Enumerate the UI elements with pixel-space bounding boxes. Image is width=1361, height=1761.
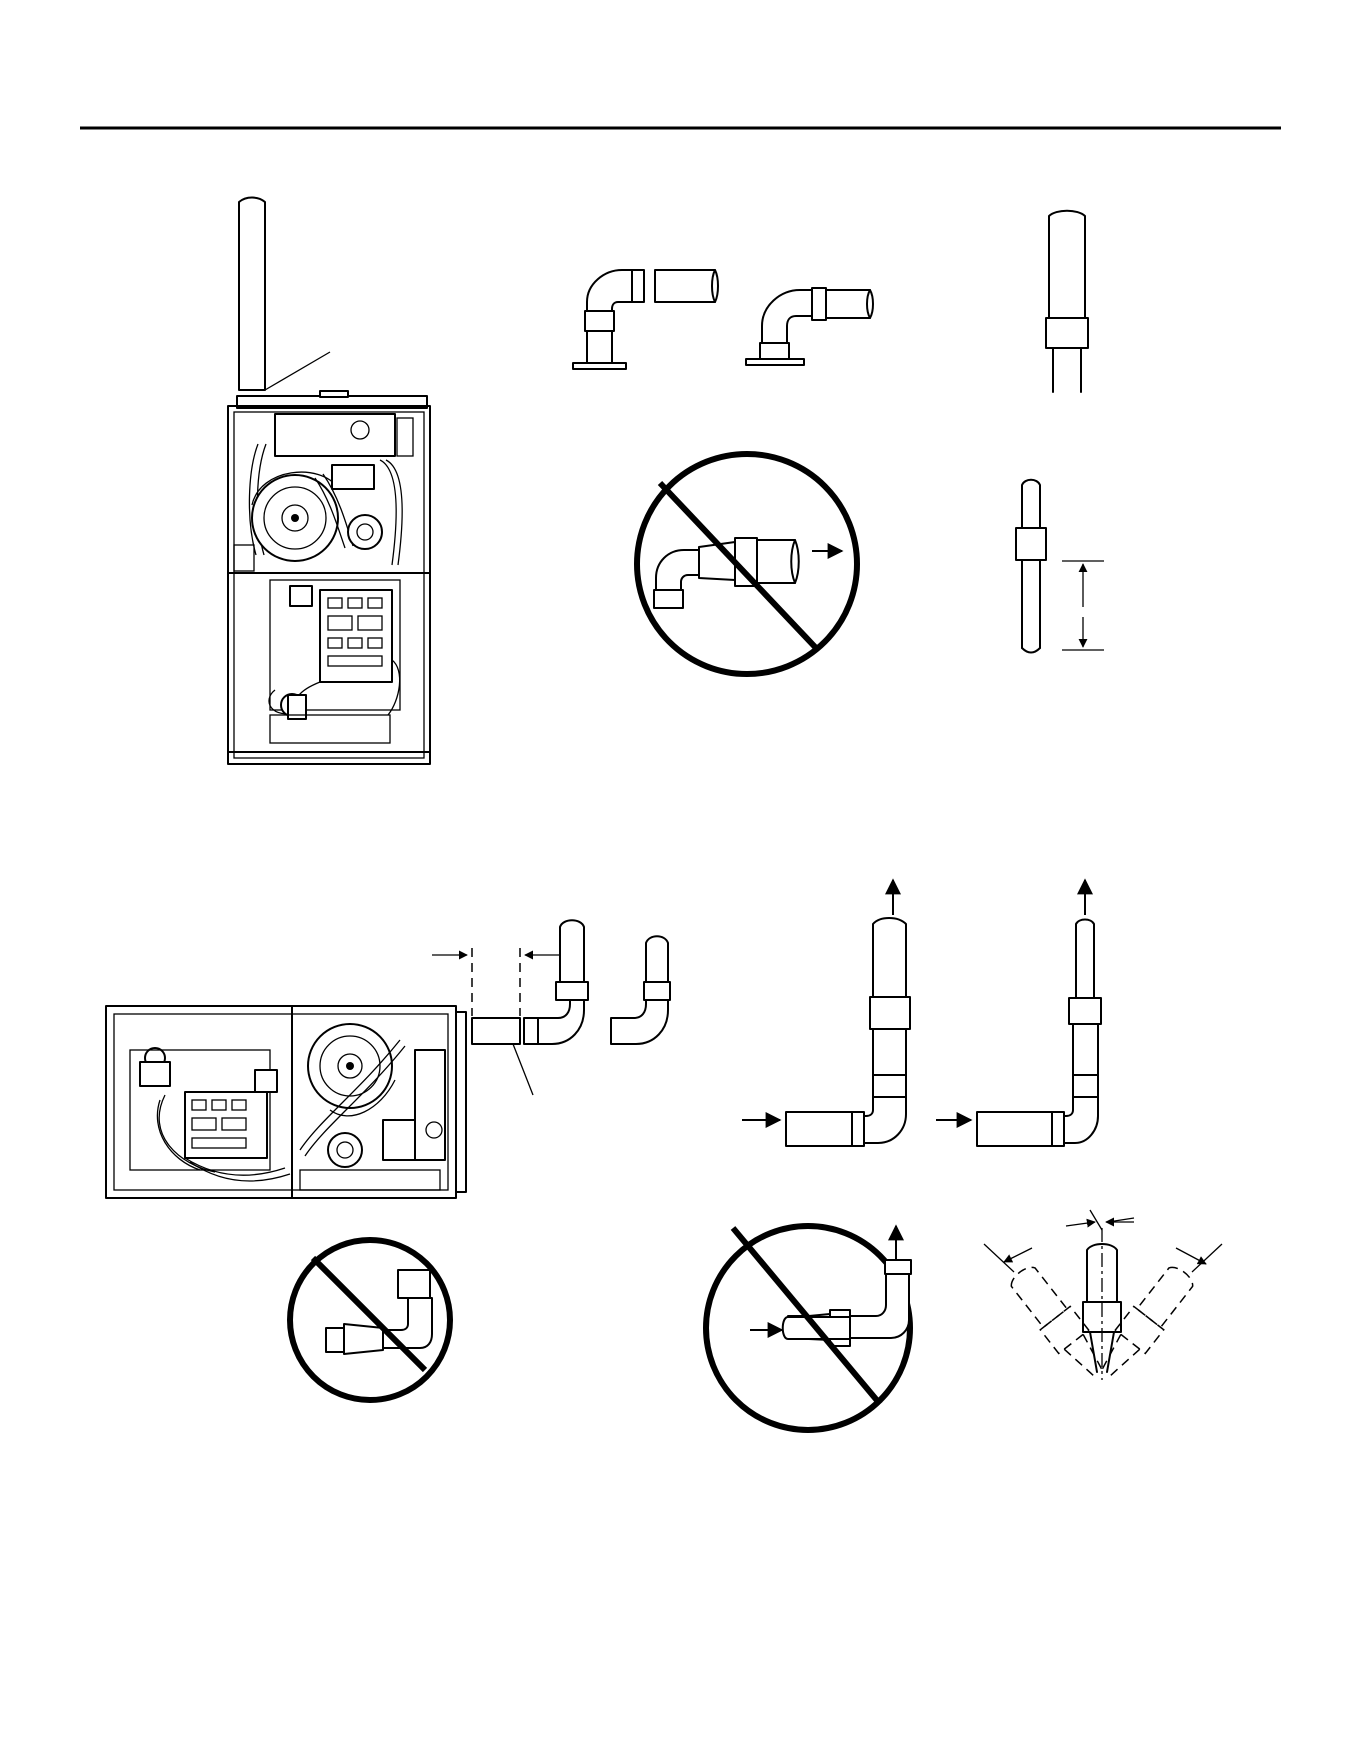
vent-elbow-flow-assemblies bbox=[742, 880, 1101, 1146]
vent-elbows-on-flange bbox=[573, 270, 873, 369]
coupling-clearance-dimension bbox=[1016, 480, 1104, 653]
horizontal-furnace-vent-pipe bbox=[106, 920, 670, 1198]
upflow-furnace-vent-pipe bbox=[228, 198, 430, 765]
prohibited-coupling-flow bbox=[706, 1226, 911, 1430]
vent-angle-limits bbox=[984, 1210, 1222, 1385]
prohibited-horizontal-elbow bbox=[637, 454, 857, 674]
vertical-pipe-coupling bbox=[1046, 211, 1088, 392]
prohibited-horizontal-coupling bbox=[290, 1240, 450, 1400]
